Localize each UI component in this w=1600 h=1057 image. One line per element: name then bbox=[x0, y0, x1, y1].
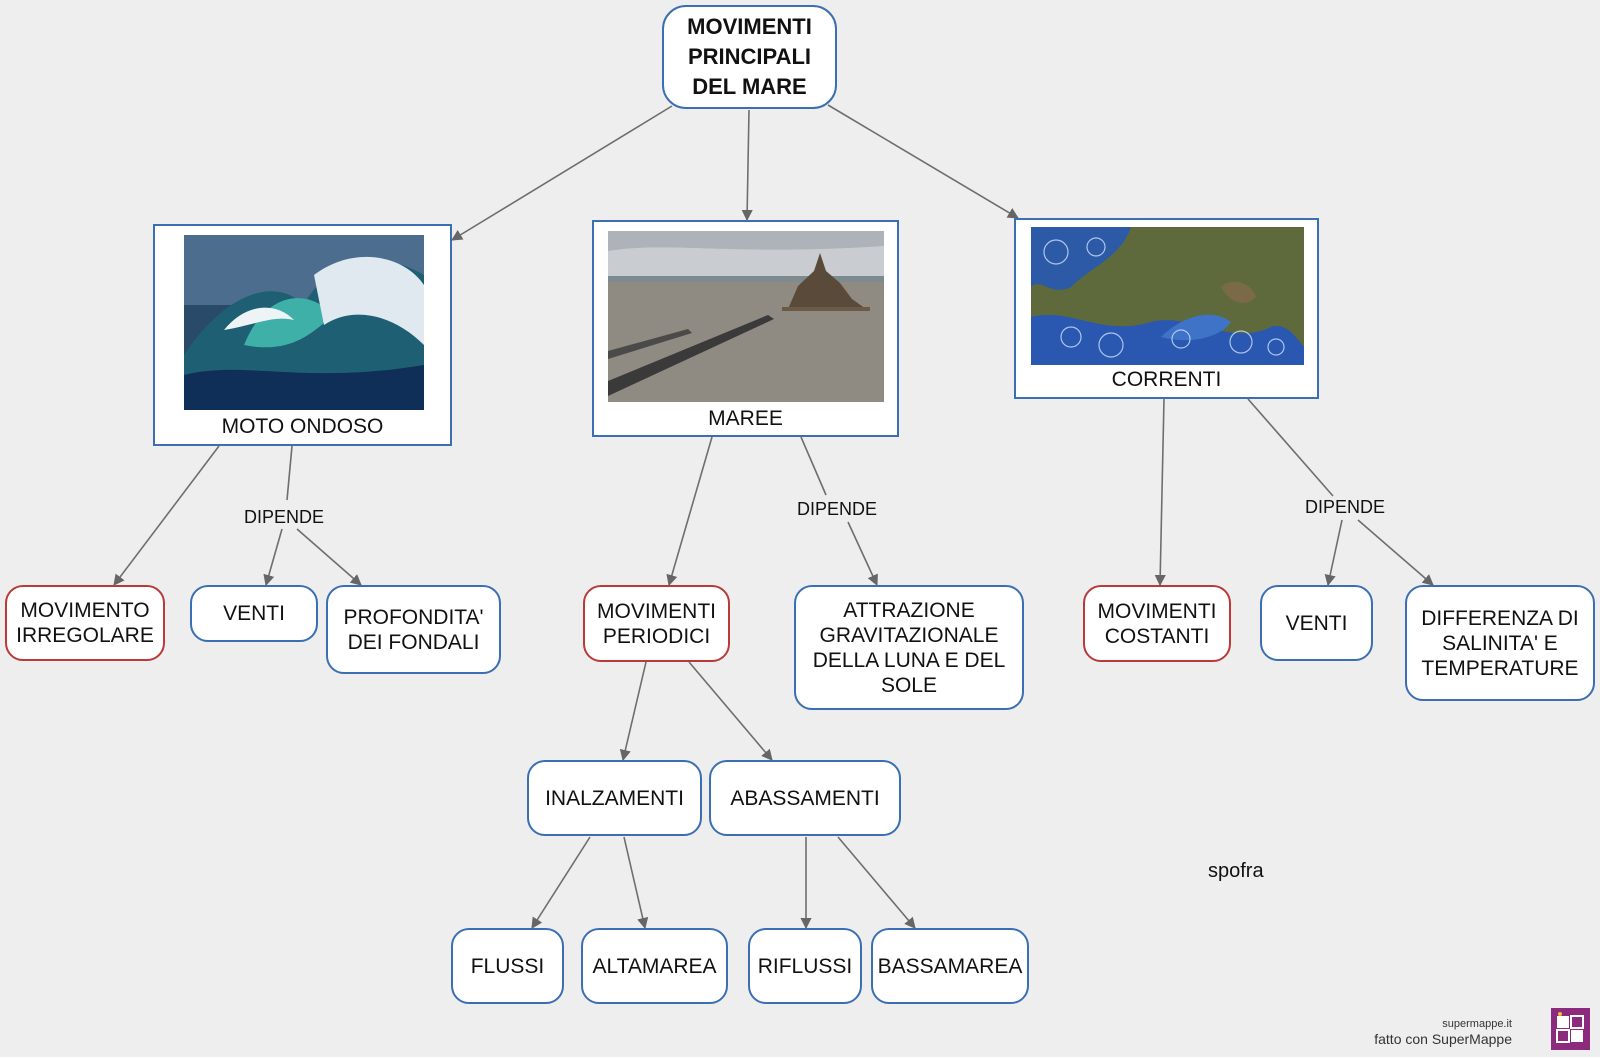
node-flussi[interactable]: FLUSSI bbox=[451, 928, 564, 1004]
ocean-wave-image bbox=[184, 235, 424, 410]
link-abassamenti-bassamarea bbox=[837, 836, 916, 929]
link-dipende-venti-1 bbox=[263, 528, 283, 587]
link-maree-dipende bbox=[800, 436, 827, 496]
link-periodici-abassamenti bbox=[688, 661, 773, 761]
link-dipende-differenza bbox=[1357, 519, 1434, 586]
footer-credit: supermappe.it fatto con SuperMappe bbox=[1374, 1018, 1512, 1048]
link-moto-dipende bbox=[286, 445, 293, 501]
category-caption: CORRENTI bbox=[1111, 368, 1222, 391]
node-altamarea[interactable]: ALTAMAREA bbox=[581, 928, 728, 1004]
link-dipende-profondita bbox=[296, 528, 362, 586]
link-periodici-inalzamenti bbox=[619, 661, 647, 762]
root-title: MOVIMENTI PRINCIPALI DEL MARE bbox=[687, 14, 812, 99]
author-signature: spofra bbox=[1208, 860, 1264, 882]
node-attrazione[interactable]: ATTRAZIONE GRAVITAZIONALE DELLA LUNA E D… bbox=[794, 585, 1024, 710]
node-bassamarea[interactable]: BASSAMAREA bbox=[871, 928, 1029, 1004]
link-correnti-dipende bbox=[1247, 398, 1334, 497]
link-moto-movimento-irregolare bbox=[113, 445, 220, 586]
node-movimenti-costanti[interactable]: MOVIMENTI COSTANTI bbox=[1083, 585, 1231, 662]
mont-saint-michel-image bbox=[608, 231, 884, 402]
category-maree[interactable]: MAREE bbox=[592, 220, 899, 437]
link-dipende-attrazione bbox=[847, 521, 878, 587]
footer-made-with: fatto con SuperMappe bbox=[1374, 1031, 1512, 1047]
node-inalzamenti[interactable]: INALZAMENTI bbox=[527, 760, 702, 836]
link-correnti-movimenti-costanti bbox=[1154, 398, 1166, 587]
category-moto-ondoso[interactable]: MOTO ONDOSO bbox=[153, 224, 452, 446]
link-inalzamenti-altamarea bbox=[623, 836, 649, 930]
node-movimento-irregolare[interactable]: MOVIMENTO IRREGOLARE bbox=[5, 585, 165, 661]
category-caption: MAREE bbox=[708, 407, 783, 430]
footer-site: supermappe.it bbox=[1442, 1018, 1512, 1030]
node-riflussi[interactable]: RIFLUSSI bbox=[748, 928, 862, 1004]
category-correnti[interactable]: CORRENTI bbox=[1014, 218, 1319, 399]
node-movimenti-periodici[interactable]: MOVIMENTI PERIODICI bbox=[583, 585, 730, 662]
sea-currents-map-image bbox=[1031, 227, 1304, 365]
link-label-dipende: DIPENDE bbox=[243, 507, 325, 527]
link-root-maree bbox=[741, 109, 753, 222]
root-node[interactable]: MOVIMENTI PRINCIPALI DEL MARE bbox=[662, 5, 837, 109]
link-label-dipende: DIPENDE bbox=[796, 499, 878, 519]
link-maree-movimenti-periodici bbox=[666, 436, 713, 587]
supermappe-logo-icon bbox=[1551, 1008, 1590, 1050]
node-venti-2[interactable]: VENTI bbox=[1260, 585, 1373, 661]
link-dipende-venti-2 bbox=[1324, 519, 1343, 587]
link-root-moto-ondoso bbox=[451, 105, 673, 241]
link-label-dipende: DIPENDE bbox=[1304, 497, 1386, 517]
node-abassamenti[interactable]: ABASSAMENTI bbox=[709, 760, 901, 836]
node-differenza[interactable]: DIFFERENZA DI SALINITA' E TEMPERATURE bbox=[1405, 585, 1595, 701]
category-caption: MOTO ONDOSO bbox=[221, 415, 384, 438]
link-inalzamenti-flussi bbox=[531, 836, 591, 929]
node-profondita[interactable]: PROFONDITA' DEI FONDALI bbox=[326, 585, 501, 674]
link-root-correnti bbox=[827, 104, 1019, 219]
node-venti-1[interactable]: VENTI bbox=[190, 585, 318, 642]
